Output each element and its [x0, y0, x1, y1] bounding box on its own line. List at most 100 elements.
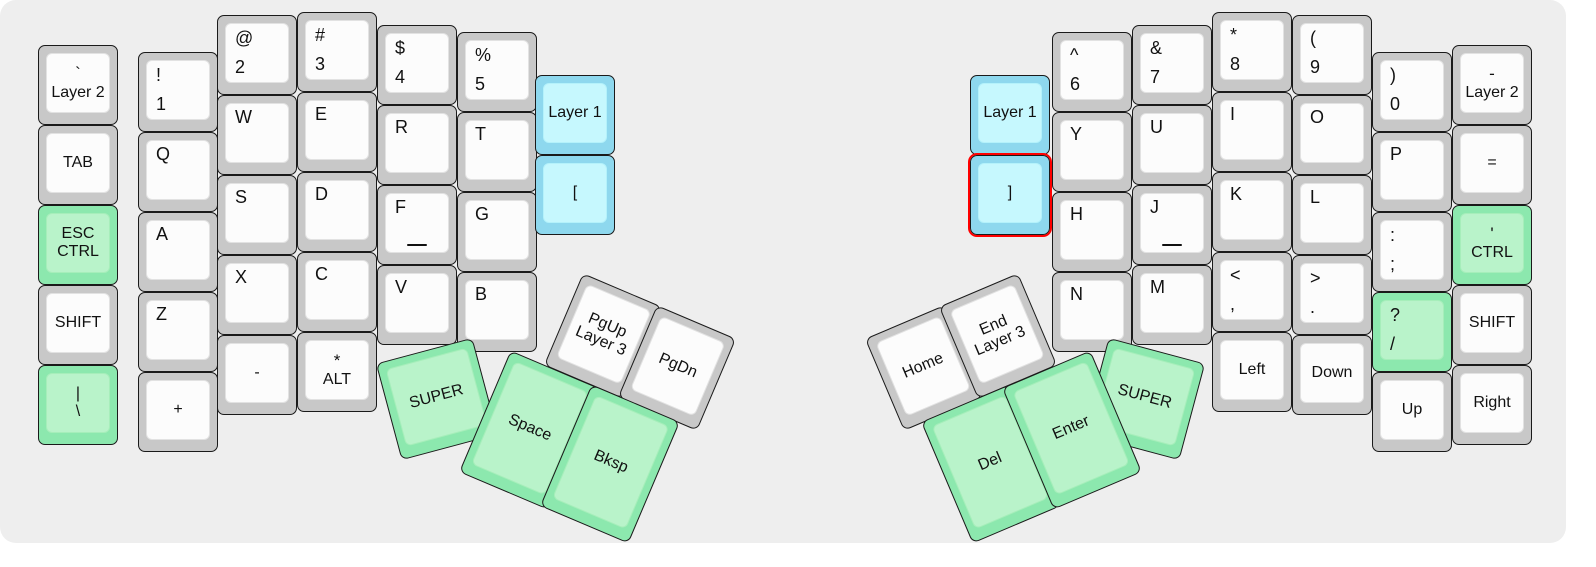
key-quote-ctrl[interactable]: 'CTRL: [1452, 205, 1532, 285]
key-o[interactable]: O: [1292, 95, 1372, 175]
key-bracket-right-legend: ]: [1007, 183, 1013, 201]
key-layer1-right-face: Layer 1: [978, 83, 1042, 143]
key-f[interactable]: F: [377, 185, 457, 265]
key-u[interactable]: U: [1132, 105, 1212, 185]
key-i[interactable]: I: [1212, 92, 1292, 172]
key-6[interactable]: ^6: [1052, 32, 1132, 112]
key-7-legend-top: &: [1150, 38, 1163, 58]
key-shift-right[interactable]: SHIFT: [1452, 285, 1532, 365]
key-9-legend-bottom: 9: [1310, 57, 1321, 78]
key-minus[interactable]: -: [217, 335, 297, 415]
key-asterisk-alt[interactable]: *ALT: [297, 332, 377, 412]
key-j[interactable]: J: [1132, 185, 1212, 265]
key-bracket-left[interactable]: [: [535, 155, 615, 235]
key-asterisk-alt-face: *ALT: [305, 340, 369, 400]
key-v[interactable]: V: [377, 265, 457, 345]
key-c[interactable]: C: [297, 252, 377, 332]
key-4[interactable]: $4: [377, 25, 457, 105]
key-z-legend: Z: [156, 304, 167, 324]
key-9[interactable]: (9: [1292, 15, 1372, 95]
key-2[interactable]: @2: [217, 15, 297, 95]
key-equals[interactable]: =: [1452, 125, 1532, 205]
key-s[interactable]: S: [217, 175, 297, 255]
key-plus[interactable]: +: [138, 372, 218, 452]
key-semicolon-face: :;: [1380, 220, 1444, 280]
key-comma[interactable]: <,: [1212, 252, 1292, 332]
key-left[interactable]: Left: [1212, 332, 1292, 412]
key-up-face: Up: [1380, 380, 1444, 440]
key-semicolon[interactable]: :;: [1372, 212, 1452, 292]
key-2-legend-bottom: 2: [235, 57, 246, 78]
key-3[interactable]: #3: [297, 12, 377, 92]
key-l-legend: L: [1310, 187, 1321, 207]
key-b[interactable]: B: [457, 272, 537, 352]
key-home-legend: Home: [899, 349, 946, 382]
key-c-face: C: [305, 260, 369, 320]
key-right[interactable]: Right: [1452, 365, 1532, 445]
key-e[interactable]: E: [297, 92, 377, 172]
key-7-face: &7: [1140, 33, 1204, 93]
key-g[interactable]: G: [457, 192, 537, 272]
key-l[interactable]: L: [1292, 175, 1372, 255]
key-5[interactable]: %5: [457, 32, 537, 112]
key-m[interactable]: M: [1132, 265, 1212, 345]
key-plus-face: +: [146, 380, 210, 440]
key-grave-layer2-legend: Layer 2: [51, 83, 105, 101]
key-f-homing-bar: [407, 244, 427, 246]
key-o-face: O: [1300, 103, 1364, 163]
key-shift[interactable]: SHIFT: [38, 285, 118, 365]
key-tab-legend: TAB: [63, 153, 93, 171]
key-plus-legend: +: [173, 400, 183, 418]
key-grave-layer2[interactable]: `Layer 2: [38, 45, 118, 125]
key-layer1-right[interactable]: Layer 1: [970, 75, 1050, 155]
key-right-legend: Right: [1473, 393, 1511, 411]
key-z[interactable]: Z: [138, 292, 218, 372]
key-super-right-legend: SUPER: [1115, 380, 1174, 412]
key-p[interactable]: P: [1372, 132, 1452, 212]
key-a[interactable]: A: [138, 212, 218, 292]
key-n[interactable]: N: [1052, 272, 1132, 352]
key-q[interactable]: Q: [138, 132, 218, 212]
key-layer1-left[interactable]: Layer 1: [535, 75, 615, 155]
key-u-face: U: [1140, 113, 1204, 173]
key-0[interactable]: )0: [1372, 52, 1452, 132]
key-down-face: Down: [1300, 343, 1364, 403]
key-bracket-right-face: ]: [978, 163, 1042, 223]
key-d-legend: D: [315, 184, 328, 204]
key-period-legend-top: >: [1310, 268, 1321, 288]
key-g-legend: G: [475, 204, 490, 224]
key-up[interactable]: Up: [1372, 372, 1452, 452]
key-8[interactable]: *8: [1212, 12, 1292, 92]
key-equals-legend: =: [1487, 153, 1497, 171]
key-x[interactable]: X: [217, 255, 297, 335]
key-2-face: @2: [225, 23, 289, 83]
key-o-legend: O: [1310, 107, 1325, 127]
key-bracket-right[interactable]: ]: [968, 153, 1052, 237]
key-r[interactable]: R: [377, 105, 457, 185]
key-t-legend: T: [475, 124, 486, 144]
key-7[interactable]: &7: [1132, 25, 1212, 105]
key-pipe-backslash-legend: |\: [75, 384, 81, 420]
key-tab[interactable]: TAB: [38, 125, 118, 205]
key-period-face: >.: [1300, 263, 1364, 323]
key-y[interactable]: Y: [1052, 112, 1132, 192]
key-8-face: *8: [1220, 20, 1284, 80]
key-minus-layer2[interactable]: -Layer 2: [1452, 45, 1532, 125]
key-pipe-backslash[interactable]: |\: [38, 365, 118, 445]
key-super-left-legend: SUPER: [407, 380, 466, 412]
key-k[interactable]: K: [1212, 172, 1292, 252]
key-down[interactable]: Down: [1292, 335, 1372, 415]
key-quote-ctrl-legend-top: ': [1490, 223, 1494, 243]
key-period[interactable]: >.: [1292, 255, 1372, 335]
key-d[interactable]: D: [297, 172, 377, 252]
key-h[interactable]: H: [1052, 192, 1132, 272]
key-w[interactable]: W: [217, 95, 297, 175]
key-4-legend-bottom: 4: [395, 67, 406, 88]
key-1[interactable]: !1: [138, 52, 218, 132]
key-i-legend: I: [1230, 104, 1236, 124]
key-slash[interactable]: ?/: [1372, 292, 1452, 372]
key-d-face: D: [305, 180, 369, 240]
key-t[interactable]: T: [457, 112, 537, 192]
